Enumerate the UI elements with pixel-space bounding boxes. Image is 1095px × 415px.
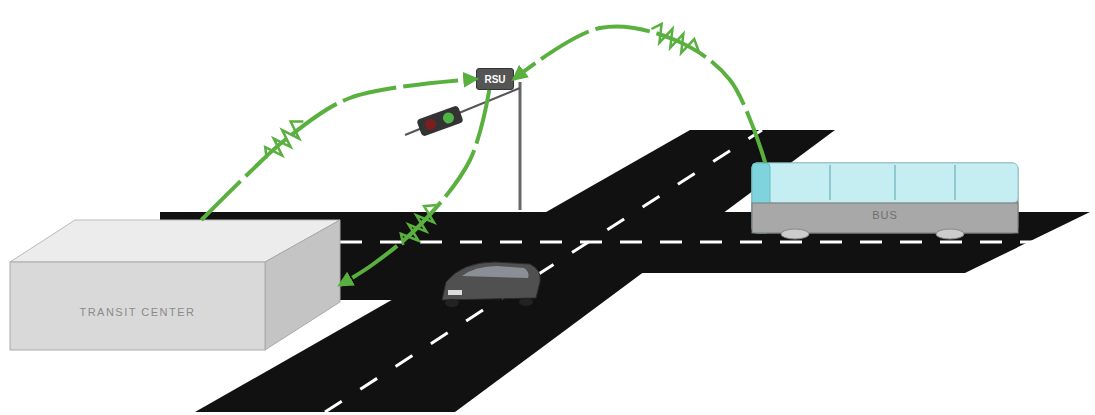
wireless-symbol xyxy=(260,115,309,164)
rsu-box: RSU xyxy=(476,68,514,90)
node-label: BUS xyxy=(752,209,1018,221)
wireless-symbol xyxy=(396,199,443,250)
wireless-symbol xyxy=(648,21,703,59)
building-illustration xyxy=(10,220,340,350)
bus-illustration xyxy=(752,163,1018,239)
wireless-link-arrow xyxy=(340,90,489,285)
road xyxy=(195,130,835,412)
wireless-symbols xyxy=(260,21,702,251)
wireless-link-arrow xyxy=(201,79,476,220)
node-label: TRANSIT CENTER xyxy=(10,306,265,318)
wireless-link-arrow xyxy=(514,27,765,163)
building-node: TRANSIT CENTER xyxy=(10,220,340,350)
car-illustration xyxy=(442,262,540,307)
node-label: RSU xyxy=(484,74,505,85)
bus-node: BUS xyxy=(752,163,1018,233)
traffic-signal xyxy=(405,82,520,210)
lane-marking xyxy=(325,130,762,412)
